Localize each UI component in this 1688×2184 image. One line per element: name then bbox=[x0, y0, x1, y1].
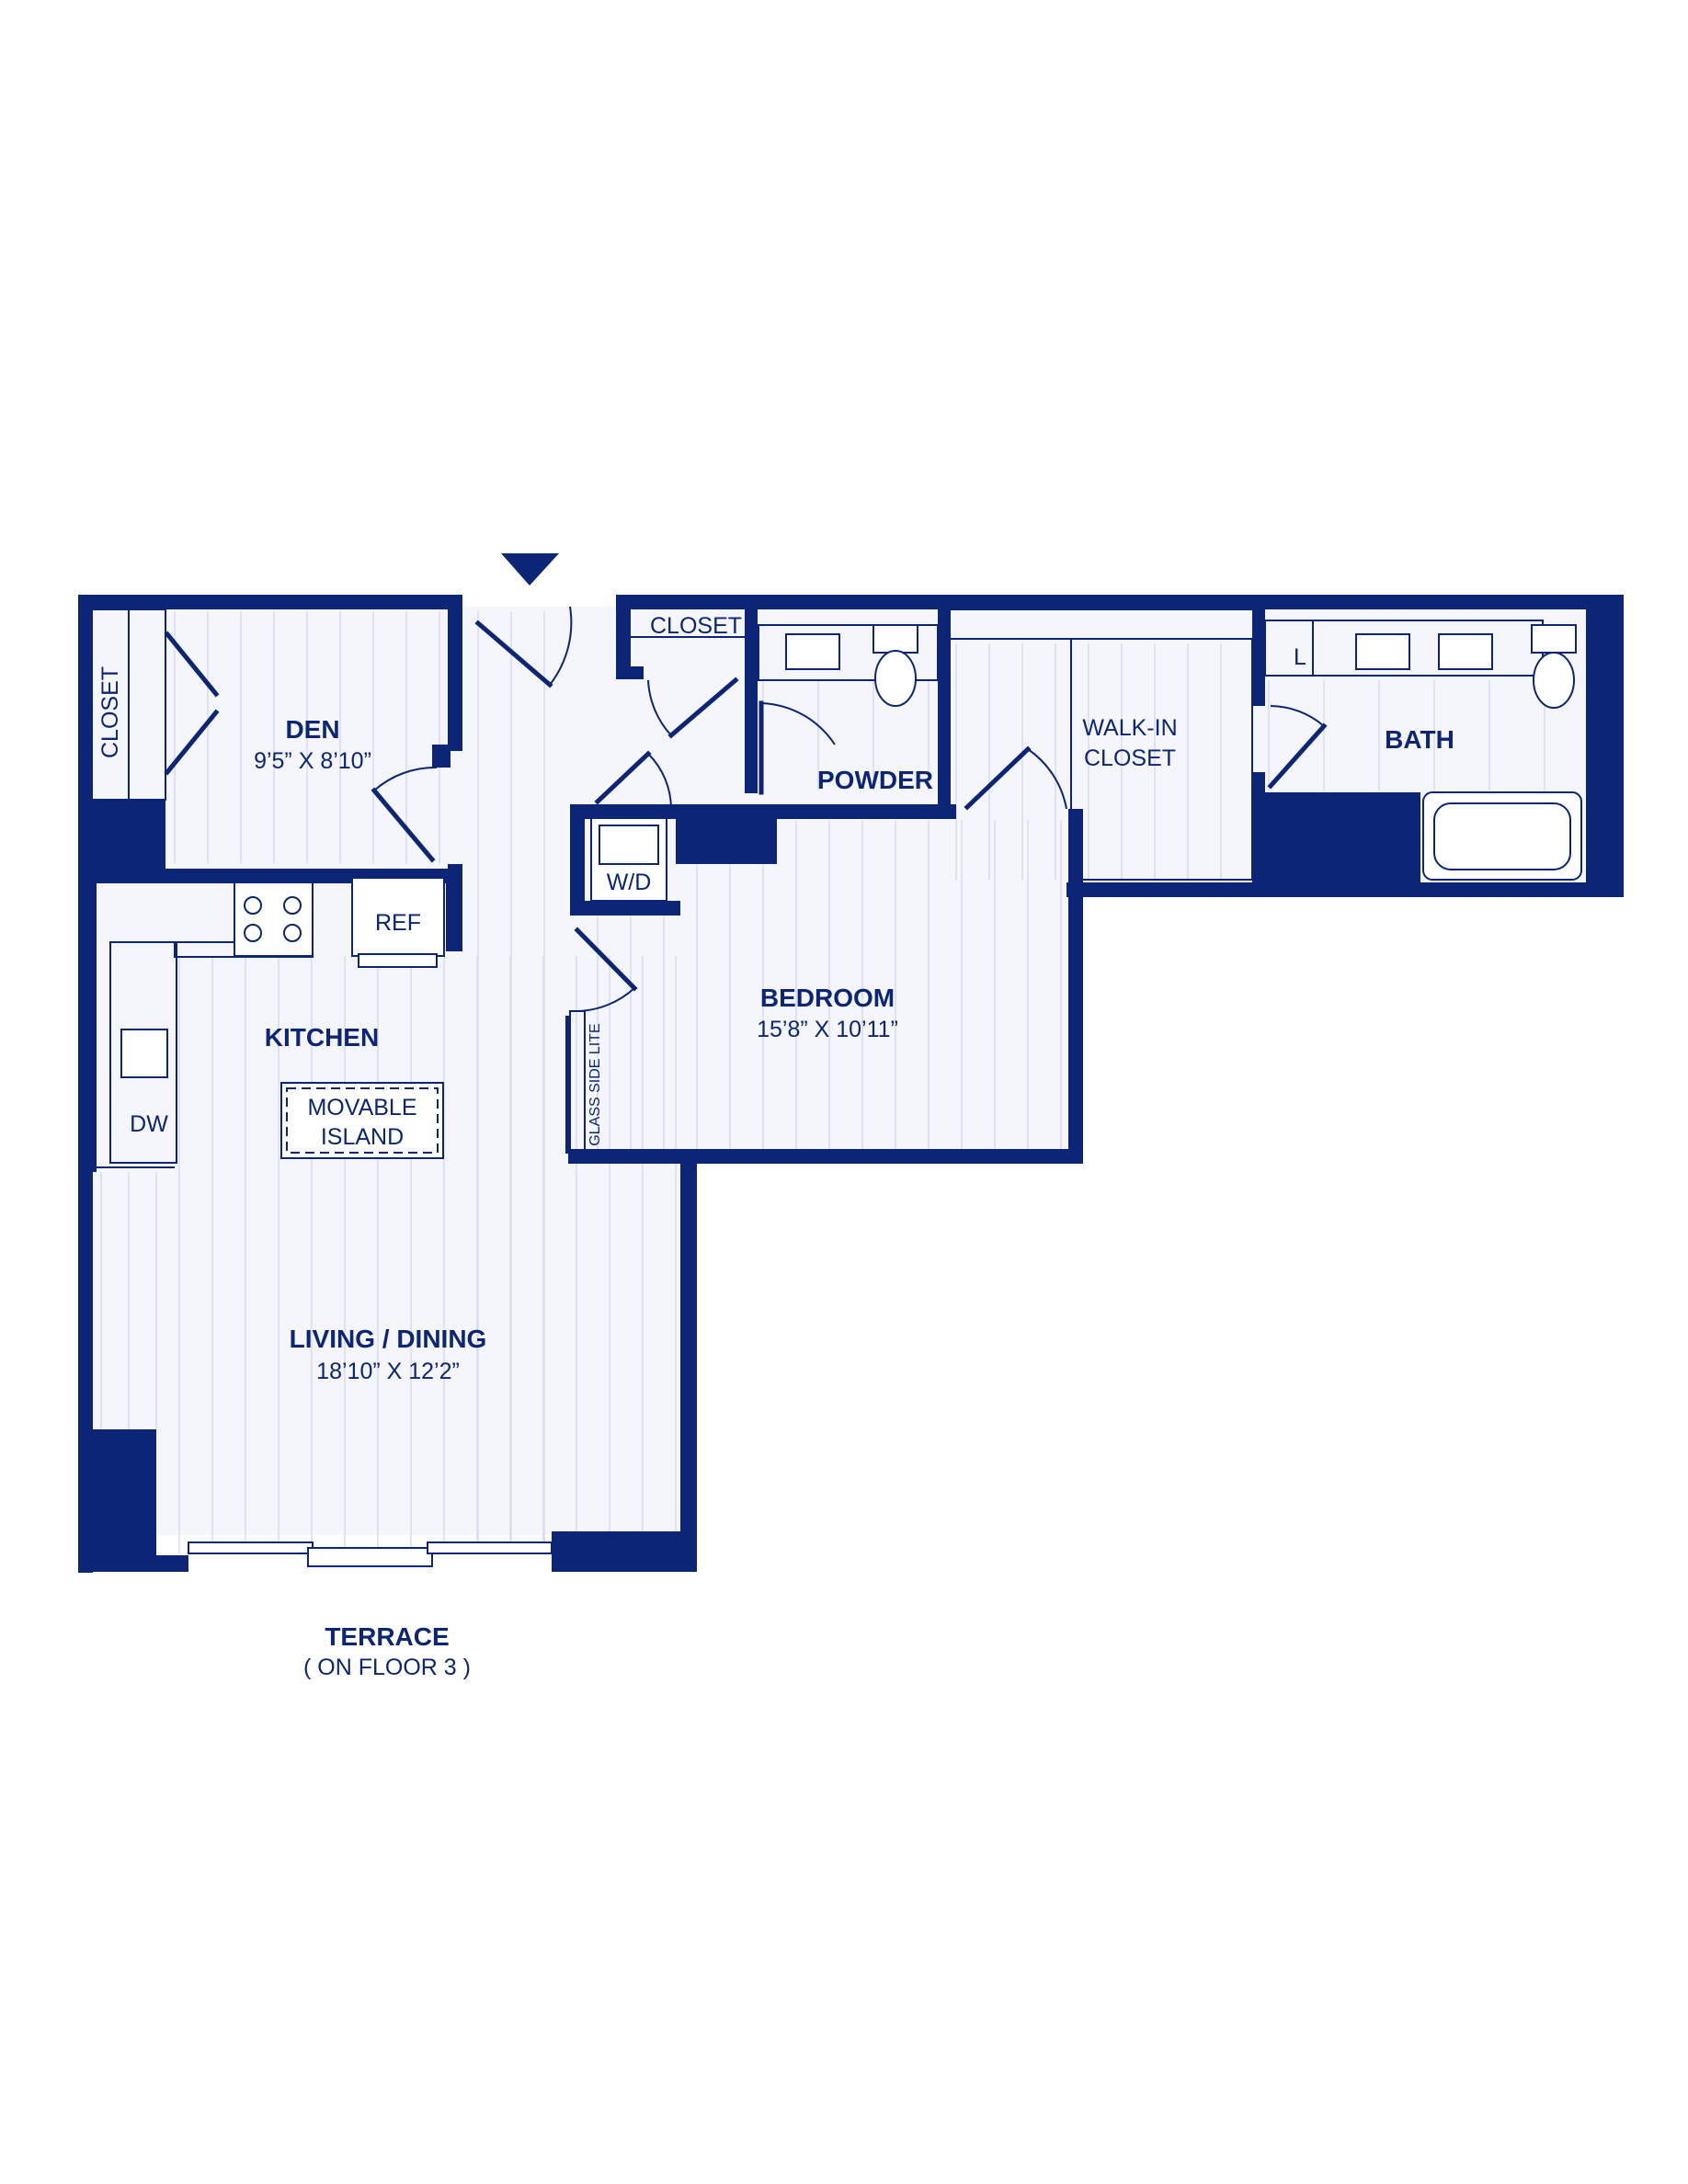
closet-left-label: CLOSET bbox=[97, 666, 123, 758]
toilet-bowl-icon bbox=[874, 650, 917, 707]
bathtub-basin bbox=[1433, 802, 1571, 870]
burner-icon bbox=[283, 896, 302, 915]
toilet-bowl-icon bbox=[1533, 652, 1575, 709]
wd-label: W/D bbox=[607, 870, 652, 895]
floor-areas bbox=[92, 607, 1609, 1535]
island-label-1: MOVABLE bbox=[307, 1095, 416, 1120]
walk-in-door-leaf bbox=[964, 745, 1032, 811]
wall-kitchen-ref bbox=[446, 869, 462, 951]
floor-planks bbox=[100, 611, 1545, 1553]
labels: DEN 9’5” X 8’10” CLOSET CLOSET POWDER WA… bbox=[97, 613, 1454, 1680]
ref-label: REF bbox=[375, 910, 421, 936]
powder-sink-icon bbox=[785, 633, 840, 670]
wall-powder-left bbox=[745, 609, 758, 793]
slider-door-panel bbox=[188, 1541, 314, 1554]
powder-label: POWDER bbox=[817, 766, 933, 794]
wall-wd-bottom bbox=[570, 901, 680, 916]
doors bbox=[164, 606, 1328, 1012]
wall-bottom-right bbox=[552, 1531, 697, 1572]
den-door-leaf bbox=[371, 787, 436, 863]
bath-door-leaf bbox=[1267, 722, 1328, 790]
walls bbox=[78, 595, 1624, 1573]
wall-bedroom-bottom bbox=[568, 1149, 1083, 1164]
bath-label: BATH bbox=[1385, 725, 1454, 754]
walk-in-label-2: CLOSET bbox=[1084, 745, 1176, 771]
linen-label: L bbox=[1294, 644, 1306, 670]
glass-side-lite-label: GLASS SIDE LITE bbox=[587, 1023, 603, 1145]
glass-side-lite-frame bbox=[565, 1016, 571, 1154]
wall-wd-left bbox=[570, 804, 585, 915]
wall-left-jog bbox=[78, 809, 97, 1172]
wall-right-bottom bbox=[1066, 882, 1624, 897]
wall-bath-right bbox=[1586, 609, 1609, 885]
bedroom-label: BEDROOM bbox=[760, 984, 895, 1012]
kitchen-label: KITCHEN bbox=[265, 1023, 379, 1052]
wall-bath-block bbox=[1260, 792, 1420, 889]
wall-bath-left-lower bbox=[1252, 772, 1265, 887]
wall-wd-block bbox=[676, 804, 777, 864]
closet-door-leaf bbox=[667, 677, 739, 739]
walk-in-label-1: WALK-IN bbox=[1082, 715, 1177, 741]
wall-den-notch bbox=[432, 745, 451, 768]
den-size: 9’5” X 8’10” bbox=[254, 748, 371, 774]
wall-living-right bbox=[680, 1156, 697, 1572]
island-label-2: ISLAND bbox=[321, 1124, 404, 1150]
den-closet-door bbox=[164, 631, 220, 698]
wall-bedroom-right bbox=[1068, 809, 1083, 1164]
wall-bath-left-upper bbox=[1252, 609, 1265, 706]
den-closet-door bbox=[164, 709, 220, 776]
fixtures bbox=[120, 624, 1582, 1567]
movable-island bbox=[280, 1082, 444, 1159]
toilet-tank-icon bbox=[873, 624, 918, 654]
den-label: DEN bbox=[285, 715, 339, 744]
bath-sink-icon bbox=[1355, 633, 1410, 670]
kitchen-sink-icon bbox=[120, 1029, 168, 1078]
dw-label: DW bbox=[130, 1111, 168, 1137]
entry-arrow-icon bbox=[501, 553, 559, 586]
bedroom-size: 15’8” X 10’11” bbox=[757, 1017, 898, 1042]
wall-corner-bottom-left bbox=[78, 1429, 156, 1572]
wall-powder-right bbox=[938, 595, 951, 811]
burner-icon bbox=[244, 896, 262, 915]
wall-right-outer bbox=[1609, 595, 1624, 897]
bedroom-door-leaf bbox=[574, 927, 638, 992]
bath-sink-icon bbox=[1438, 633, 1493, 670]
washer-dryer-door bbox=[599, 825, 659, 865]
slider-door-panel bbox=[307, 1547, 433, 1567]
living-label: LIVING / DINING bbox=[290, 1325, 487, 1353]
wall-closet-foot bbox=[616, 666, 644, 679]
entry-door-leaf bbox=[474, 620, 553, 688]
wall-den-right-upper bbox=[448, 595, 462, 751]
terrace-note: ( ON FLOOR 3 ) bbox=[303, 1655, 471, 1680]
slider-door-panel bbox=[427, 1541, 553, 1554]
range-stove bbox=[234, 882, 314, 957]
toilet-tank-icon bbox=[1531, 624, 1577, 654]
burner-icon bbox=[244, 924, 262, 942]
wd-door-leaf bbox=[594, 750, 652, 805]
closet-top-label: CLOSET bbox=[650, 613, 742, 639]
refrigerator-door bbox=[358, 953, 438, 968]
refrigerator bbox=[351, 877, 445, 957]
terrace-label: TERRACE bbox=[325, 1622, 449, 1651]
living-size: 18’10” X 12’2” bbox=[316, 1359, 460, 1384]
wall-top-den bbox=[78, 595, 462, 609]
wall-top-right bbox=[616, 595, 1624, 609]
burner-icon bbox=[283, 924, 302, 942]
wall-bottom-left bbox=[78, 1555, 188, 1572]
